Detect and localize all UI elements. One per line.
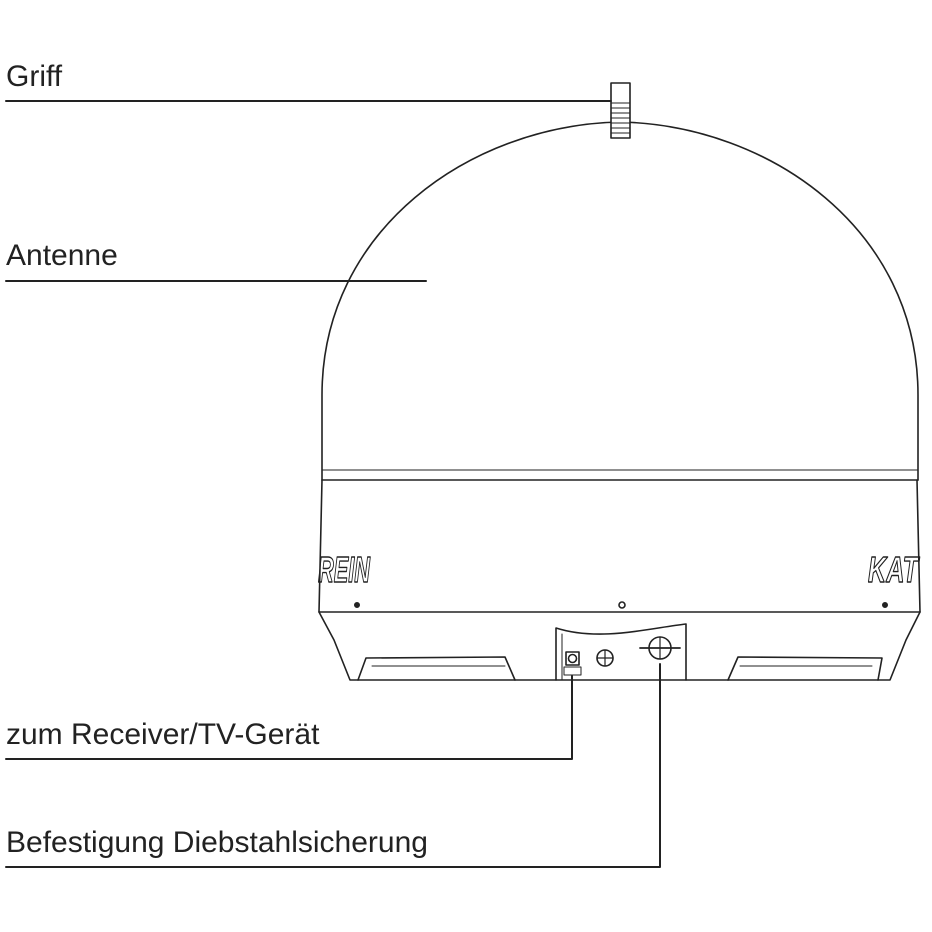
screw-dot-center bbox=[618, 601, 626, 609]
antenna-dome bbox=[321, 121, 919, 481]
screw-dot-right bbox=[881, 601, 888, 608]
foot-slot-right bbox=[727, 656, 883, 681]
housing-base bbox=[318, 611, 921, 681]
label-antenne: Antenne bbox=[6, 239, 118, 272]
label-griff: Griff bbox=[6, 60, 63, 93]
f-connector bbox=[565, 651, 580, 666]
f-connector-core bbox=[567, 653, 578, 664]
handle bbox=[610, 82, 631, 139]
screw-dot-left bbox=[353, 601, 360, 608]
connector-panel bbox=[555, 623, 687, 681]
label-receiver-tv: zum Receiver/TV-Gerät bbox=[6, 718, 320, 751]
brand-right-fragment: KAT bbox=[868, 549, 920, 590]
leader-befestigung bbox=[5, 663, 661, 868]
leader-receiver bbox=[5, 675, 573, 760]
foot-slot-left bbox=[357, 656, 516, 681]
housing-band bbox=[318, 479, 921, 613]
brand-left-fragment: REIN bbox=[318, 549, 371, 590]
f-connector-plate bbox=[563, 666, 582, 676]
label-anti-theft-mount: Befestigung Diebstahlsicherung bbox=[6, 826, 428, 859]
